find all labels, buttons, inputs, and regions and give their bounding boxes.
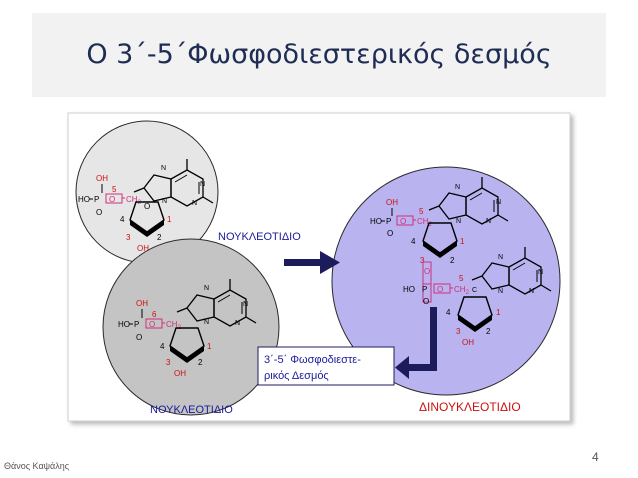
figure-frame: OH HO P O O CH2 5 O 4 1 3 2 OH N N N N O… <box>64 109 577 429</box>
svg-text:N: N <box>162 198 167 205</box>
svg-text:1: 1 <box>460 237 465 246</box>
svg-text:1: 1 <box>167 215 172 224</box>
svg-text:3: 3 <box>166 358 171 367</box>
svg-text:O: O <box>149 320 155 329</box>
bond-caption-line2: ρικός Δεσμός <box>264 370 329 382</box>
svg-text:N: N <box>529 288 534 295</box>
svg-text:P: P <box>134 320 139 329</box>
dinucleotide-structure: OH HO P O O CH2 5 4 1 3 2 N N N N O HO P… <box>370 176 552 347</box>
svg-text:N: N <box>496 199 501 206</box>
svg-text:P: P <box>386 217 391 226</box>
svg-text:N: N <box>456 218 461 225</box>
svg-text:O: O <box>424 267 430 276</box>
svg-text:N: N <box>204 285 209 292</box>
svg-text:HO: HO <box>370 217 382 226</box>
nucleotide-2-structure: OH HO P O O CH2 6 4 1 3 2 OH N N N N <box>118 278 257 378</box>
svg-text:N: N <box>243 301 248 308</box>
dinucleotide-label: ΔΙΝΟΥΚΛΕΟΤΙΔΙΟ <box>419 400 521 414</box>
svg-text:O: O <box>96 208 102 217</box>
svg-text:N: N <box>538 269 543 276</box>
svg-text:5: 5 <box>419 207 424 216</box>
svg-text:N: N <box>200 181 205 188</box>
svg-text:1: 1 <box>207 342 212 351</box>
svg-text:4: 4 <box>446 308 451 317</box>
reaction-arrow <box>284 251 340 274</box>
svg-text:N: N <box>486 218 491 225</box>
svg-text:CH2: CH2 <box>417 217 433 228</box>
svg-text:2: 2 <box>450 256 455 265</box>
nucleotide-label-2: ΝΟΥΚΛΕΟΤΙΔΙΟ <box>150 404 233 416</box>
svg-text:N: N <box>455 184 460 191</box>
svg-text:2: 2 <box>198 358 203 367</box>
svg-text:2: 2 <box>157 233 162 242</box>
svg-text:HO: HO <box>118 320 130 329</box>
nucleotide-circle-2 <box>102 238 280 416</box>
nucleotide-label-1: ΝΟΥΚΛΕΟΤΙΔΙΟ <box>218 231 301 243</box>
title-band: Ο 3΄-5΄Φωσφοδιεστερικός δεσμός <box>32 13 606 97</box>
svg-text:3: 3 <box>420 256 425 265</box>
phosphodiester-bond-figure: OH HO P O O CH2 5 O 4 1 3 2 OH N N N N O… <box>67 112 571 422</box>
svg-text:N: N <box>204 319 209 326</box>
nucleotide-1-structure: OH HO P O O CH2 5 O 4 1 3 2 OH N N N N <box>78 158 214 253</box>
svg-text:O: O <box>423 297 429 306</box>
svg-text:5: 5 <box>459 274 464 283</box>
svg-text:1: 1 <box>496 308 501 317</box>
svg-text:N: N <box>161 165 166 172</box>
bond-caption-box: 3΄-5΄ Φωσφοδιεστε- ρικός Δεσμός <box>257 346 395 386</box>
svg-text:HO: HO <box>403 285 415 294</box>
svg-text:2: 2 <box>486 327 491 336</box>
svg-text:N: N <box>235 320 240 327</box>
svg-text:OH: OH <box>137 244 149 253</box>
svg-text:P: P <box>422 285 427 294</box>
svg-text:O: O <box>144 202 150 211</box>
svg-text:4: 4 <box>160 342 165 351</box>
svg-text:O: O <box>387 229 393 238</box>
bond-caption-line1: 3΄-5΄ Φωσφοδιεστε- <box>264 354 361 366</box>
svg-text:OH: OH <box>96 174 108 183</box>
slide-number: 4 <box>592 450 599 464</box>
svg-text:OH: OH <box>462 338 474 347</box>
svg-text:O: O <box>136 333 142 342</box>
svg-text:OH: OH <box>136 299 148 308</box>
svg-text:O: O <box>109 195 115 204</box>
slide-title: Ο 3΄-5΄Φωσφοδιεστερικός δεσμός <box>86 39 552 70</box>
svg-text:P: P <box>94 195 99 204</box>
dinucleotide-circle <box>331 166 561 396</box>
svg-text:5: 5 <box>112 185 117 194</box>
svg-text:C: C <box>472 287 477 294</box>
bond-callout-arrow <box>395 307 437 379</box>
author-footer: Θάνος Καψάλης <box>4 461 70 471</box>
svg-text:N: N <box>498 288 503 295</box>
svg-text:O: O <box>437 285 443 294</box>
svg-text:N: N <box>498 254 503 261</box>
svg-text:O: O <box>400 217 406 226</box>
svg-text:CH2: CH2 <box>454 285 470 296</box>
svg-text:4: 4 <box>120 215 125 224</box>
svg-text:3: 3 <box>126 233 131 242</box>
svg-text:4: 4 <box>411 237 416 246</box>
svg-text:N: N <box>192 200 197 207</box>
svg-text:CH2: CH2 <box>126 195 142 206</box>
svg-text:3: 3 <box>456 327 461 336</box>
svg-text:6: 6 <box>152 310 157 319</box>
svg-text:OH: OH <box>174 369 186 378</box>
svg-text:HO: HO <box>78 195 90 204</box>
svg-text:OH: OH <box>386 198 398 207</box>
